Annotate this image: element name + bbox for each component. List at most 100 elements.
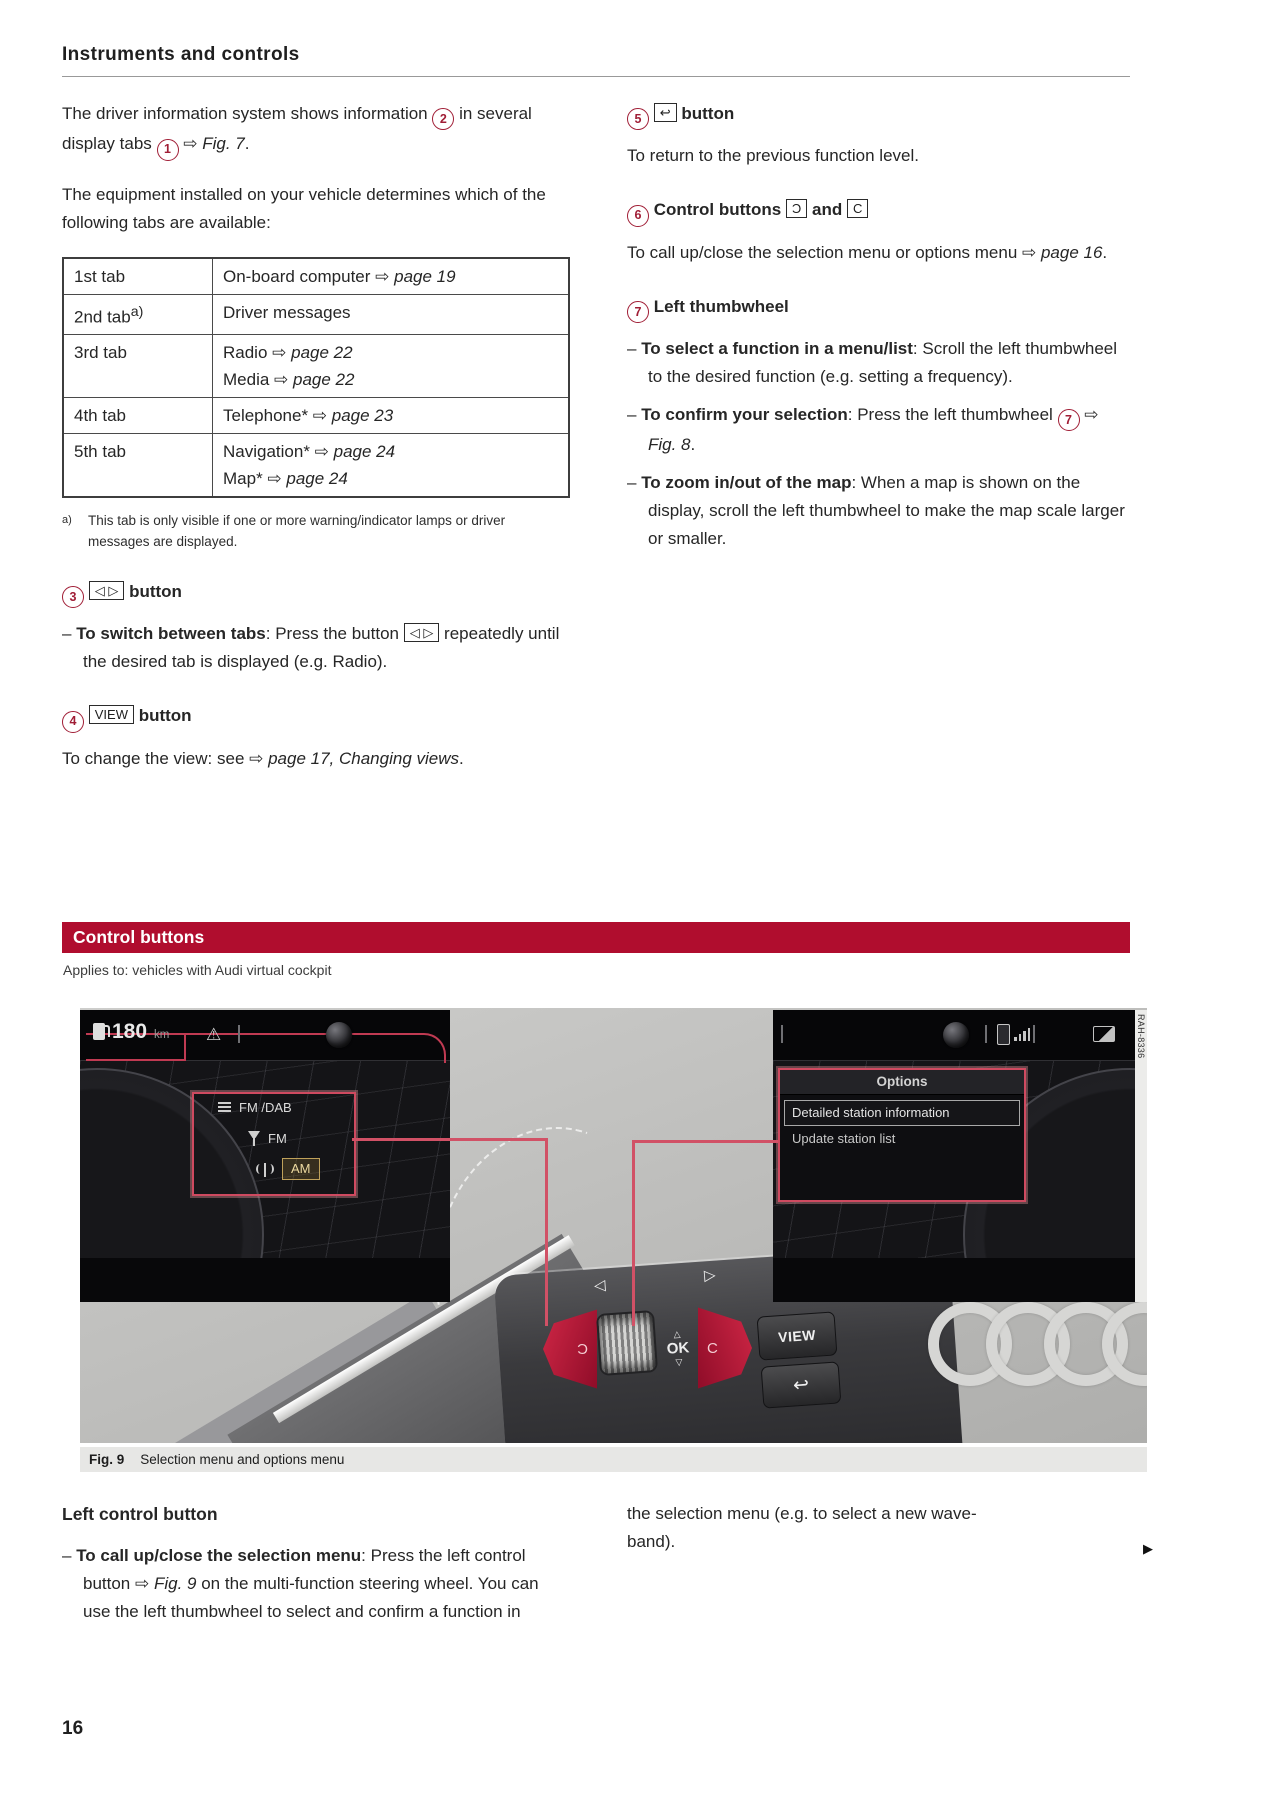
table-cell-value: Navigation* ⇨ page 24 Map* ⇨ page 24 [212,433,570,498]
tabs-table: 1st tab On-board computer ⇨ page 19 2nd … [62,256,570,499]
separator [1033,1025,1035,1043]
footnote-text: This tab is only visible if one or more … [88,513,506,550]
right-arrow-button: ▷ [703,1266,717,1285]
active-tab-outline [184,1035,186,1061]
table-cell-label: 3rd tab [62,334,213,399]
active-tab-outline [86,1059,186,1061]
active-tab-outline [86,1033,446,1063]
view-button: VIEW [756,1311,838,1361]
table-footnote: a) This tab is only visible if one or mo… [62,510,570,552]
figure-steering-wheel-controls: 180 km ⚠ FM /DAB FM AM [80,1008,1147,1443]
table-cell-label: 1st tab [62,257,213,295]
menu-item: FM [248,1131,287,1146]
heading-control-buttons: 6 Control buttons Ɔ and C [627,196,1130,227]
station-list-icon [218,1101,231,1114]
bullet-switch-tabs: – To switch between tabs: Press the butt… [62,623,560,672]
callout-line [545,1138,548,1326]
bullet-call-up-menu: – To call up/close the selection menu: P… [62,1546,539,1621]
waveband-selection-menu: FM /DAB FM AM [192,1092,356,1196]
signal-bars-icon [1014,1028,1030,1041]
fuel-range-readout: 180 km [93,1021,169,1042]
scroll-down-icon: ▽ [675,1356,683,1367]
view-button-paragraph: To change the view: see ⇨ page 17, Chang… [62,748,464,768]
figure-id-strip [1135,1010,1147,1302]
page-title: Instruments and controls [62,44,1130,77]
table-cell-value: Driver messages [212,293,570,336]
options-menu-item: Update station list [792,1131,896,1146]
globe-icon [943,1022,969,1048]
separator [781,1025,783,1043]
separator [238,1025,240,1043]
callout-line [632,1140,635,1326]
table-cell-value: On-board computer ⇨ page 19 [212,257,570,295]
range-value: 180 [112,1020,148,1043]
bottom-left-column: Left control button – To call up/close t… [62,1500,570,1636]
options-menu-title: Options [780,1070,1024,1095]
left-arrow-button: ◁ [593,1276,607,1295]
heading-view-button: 4 VIEW button [62,702,570,733]
phone-icon [997,1024,1010,1045]
table-row: 3rd tab Radio ⇨ page 22 Media ⇨ page 22 [62,334,570,399]
menu-item: FM /DAB [218,1100,292,1115]
bullet-zoom-map: – To zoom in/out of the map: When a map … [627,473,1125,548]
scroll-up-icon: △ [673,1328,681,1339]
ok-control: △ OK ▽ [657,1305,699,1391]
table-cell-value: Telephone* ⇨ page 23 [212,397,570,435]
left-control-glyph: Ɔ [577,1340,588,1358]
status-bar [80,1010,450,1061]
back-arrow-icon: ↩ [792,1373,810,1397]
display-lower-band [80,1258,450,1302]
equipment-paragraph: The equipment installed on your vehicle … [62,184,546,232]
options-menu: Options Detailed station information Upd… [778,1068,1026,1202]
broadcast-icon [256,1162,274,1177]
left-thumbwheel [595,1310,659,1376]
bottom-right-column: the selection menu (e.g. to select a new… [627,1500,1130,1636]
bullet-select-function: – To select a function in a menu/list: S… [627,338,1118,386]
heading-left-thumbwheel: 7 Left thumbwheel [627,293,1130,323]
audi-rings-logo [928,1302,1147,1386]
figure-caption-label: Fig. 9 [89,1452,125,1467]
right-column: 5 ↩ button To return to the previous fun… [627,100,1130,793]
control-buttons-paragraph: To call up/close the selection menu or o… [627,242,1108,262]
continuation-text: band). [627,1532,676,1551]
right-control-glyph: C [707,1339,718,1357]
globe-icon [326,1022,352,1048]
left-column: The driver information system shows info… [62,100,570,793]
bullet-confirm-selection: – To confirm your selection: Press the l… [627,404,1099,454]
figure-id-label: RAH-8336 [1136,1014,1146,1059]
table-cell-label: 4th tab [62,397,213,435]
callout-line [632,1140,778,1143]
left-control-button-heading: Left control button [62,1504,218,1524]
top-columns: The driver information system shows info… [62,100,1130,793]
callout-line [352,1138,548,1141]
table-row: 2nd taba) Driver messages [62,293,570,336]
picture-icon [1093,1026,1115,1042]
fuel-pump-icon [93,1023,110,1040]
footnote-marker: a) [62,514,72,527]
table-row: 4th tab Telephone* ⇨ page 23 [62,397,570,435]
menu-item-selected: AM [256,1158,320,1180]
table-cell-label: 2nd taba) [62,293,213,336]
range-unit: km [154,1029,170,1041]
table-cell-label: 5th tab [62,433,213,498]
display-lower-band [773,1258,1135,1302]
antenna-icon [248,1131,260,1146]
instrument-display-right: Options Detailed station information Upd… [773,1010,1135,1302]
continuation-arrow-icon: ▶ [1143,1541,1153,1556]
continuation-text: the selection menu (e.g. to select a new… [627,1504,977,1523]
table-cell-value: Radio ⇨ page 22 Media ⇨ page 22 [212,334,570,399]
intro-paragraph: The driver information system shows info… [62,100,570,161]
table-row: 5th tab Navigation* ⇨ page 24 Map* ⇨ pag… [62,433,570,498]
heading-arrow-button: 3 ◁ ▷ button [62,578,570,609]
page-number: 16 [62,1718,84,1739]
options-menu-item-selected: Detailed station information [784,1100,1020,1126]
ok-label: OK [666,1338,690,1358]
separator [985,1025,987,1043]
menu-item-label: FM /DAB [239,1100,292,1115]
menu-item-label: FM [268,1131,287,1146]
back-button: ↩ [760,1361,842,1409]
table-row: 1st tab On-board computer ⇨ page 19 [62,257,570,295]
warning-icon: ⚠ [206,1025,222,1044]
